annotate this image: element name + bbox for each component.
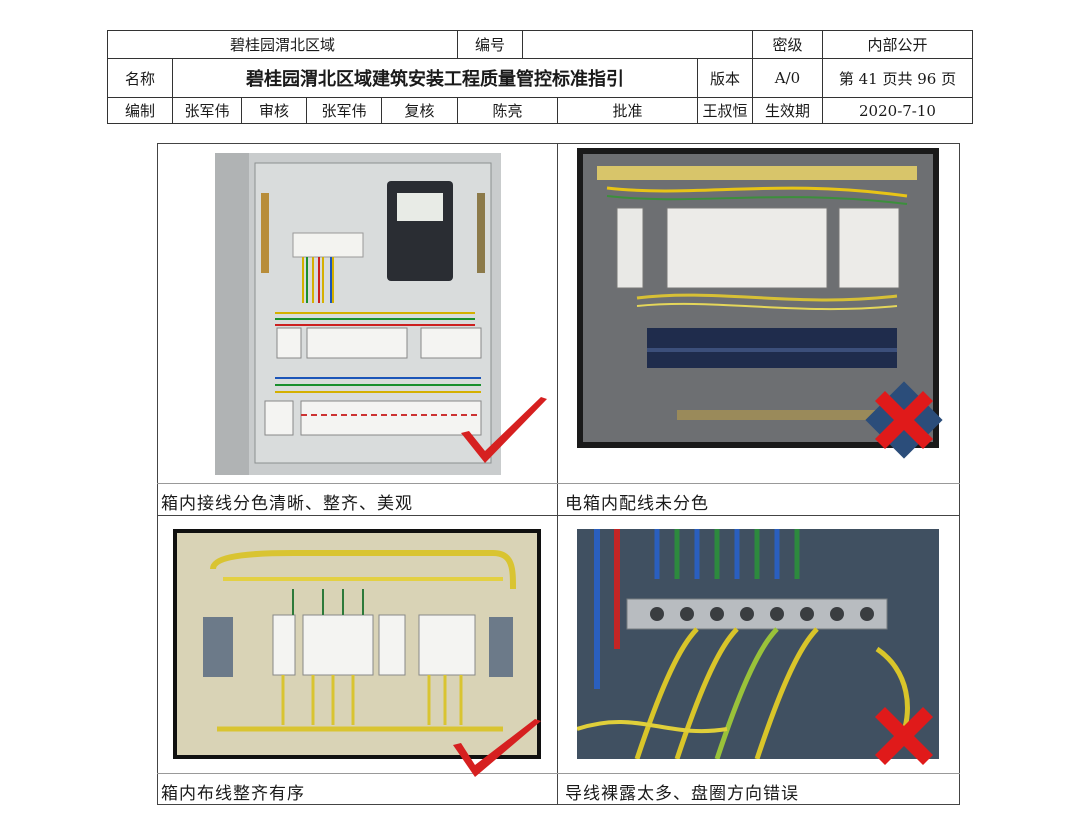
example-photo-grid: 箱内接线分色清晰、整齐、美观 电箱内配线未分色 箱内布线整齐有序 导线裸露太多、… (157, 143, 960, 805)
secret-label: 密级 (752, 30, 823, 59)
caption-example-2: 电箱内配线未分色 (565, 494, 709, 514)
name-label: 名称 (107, 58, 173, 98)
check-mark-icon (453, 719, 541, 777)
version-label: 版本 (697, 58, 753, 98)
number-label: 编号 (457, 30, 523, 59)
version-value: A/0 (752, 58, 823, 98)
secret-value: 内部公开 (822, 30, 973, 59)
recheck-label: 复核 (381, 97, 458, 124)
page-info: 第 41 页共 96 页 (822, 58, 973, 98)
document-title: 碧桂园渭北区域建筑安装工程质量管控标准指引 (172, 58, 698, 98)
cross-mark-icon (875, 707, 933, 765)
compiler: 张军伟 (172, 97, 242, 124)
rechecker: 陈亮 (457, 97, 558, 124)
project-area: 碧桂园渭北区域 (107, 30, 458, 59)
cross-mark-icon (865, 381, 943, 459)
effective-date: 2020-7-10 (822, 97, 973, 124)
caption-example-4: 导线裸露太多、盘圈方向错误 (565, 784, 799, 804)
photo-uncolored-wiring-box (577, 148, 939, 448)
photo-orderly-wiring-box (173, 529, 541, 759)
effective-label: 生效期 (752, 97, 823, 124)
approver: 王叔恒 (697, 97, 753, 124)
caption-example-1: 箱内接线分色清晰、整齐、美观 (161, 494, 413, 514)
photo-tidy-color-coded-box (215, 153, 501, 475)
review-label: 审核 (241, 97, 307, 124)
check-mark-icon (461, 397, 547, 463)
number-value (522, 30, 753, 59)
document-header-table: 碧桂园渭北区域 编号 密级 内部公开 名称 碧桂园渭北区域建筑安装工程质量管控标… (107, 30, 973, 124)
compile-label: 编制 (107, 97, 173, 124)
caption-example-3: 箱内布线整齐有序 (161, 784, 305, 804)
reviewer: 张军伟 (306, 97, 382, 124)
approve-label: 批准 (557, 97, 698, 124)
